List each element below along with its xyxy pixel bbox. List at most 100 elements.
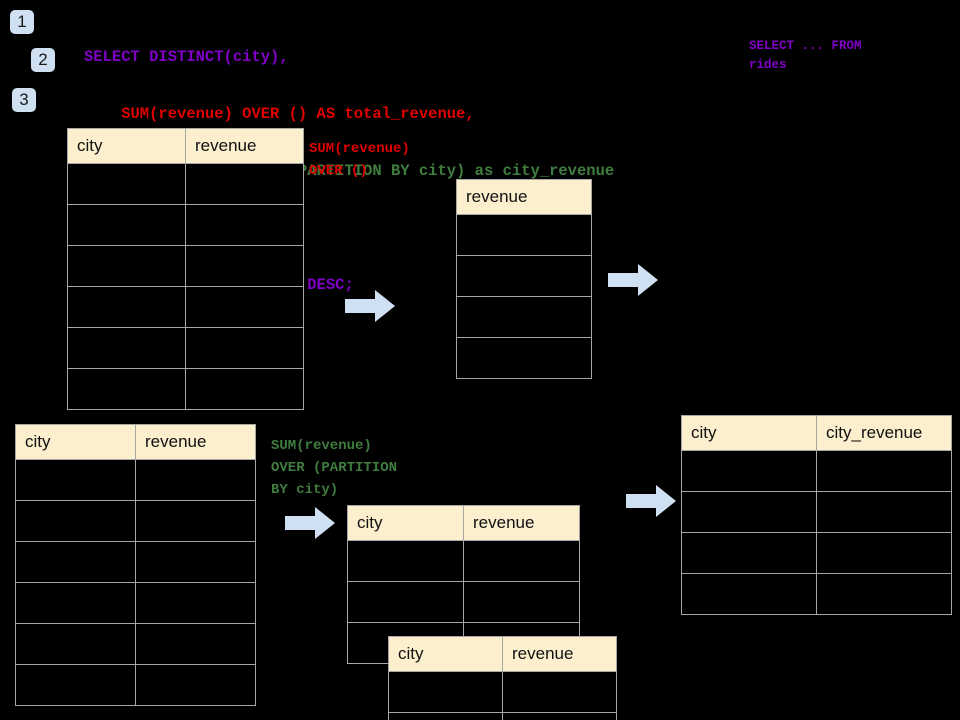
table-row [456,214,592,256]
cell-city [67,204,186,246]
cell-city [347,540,464,582]
annotation-select-from: SELECT ... FROM rides [749,39,862,72]
table-row [67,163,304,205]
annotation-over-partition: SUM(revenue) OVER (PARTITION BY city) [271,438,398,498]
cell-revenue [185,163,304,205]
column-header-revenue: revenue [135,424,256,460]
table-header-row: city city_revenue [681,415,952,451]
cell-city [388,671,503,713]
cell-city [67,327,186,369]
table-row [67,286,304,328]
arrow-source-to-partition [285,507,335,544]
table-row [681,532,952,574]
column-header-revenue: revenue [185,128,304,164]
cell-revenue [456,214,592,256]
table-row [388,712,617,720]
table-header-row: city revenue [67,128,304,164]
table-row [456,337,592,379]
cell-city [681,573,817,615]
table-row [347,581,580,623]
table-row [15,582,256,624]
cell-city-revenue [816,573,952,615]
cell-city [67,245,186,287]
cell-city [681,532,817,574]
source-table-top: city revenue [67,128,304,410]
table-header-row: city revenue [388,636,617,672]
cell-revenue [135,500,256,542]
arrow-partition-to-result [626,485,676,522]
table-row [15,459,256,501]
table-row [15,664,256,706]
table-row [67,327,304,369]
partition-table-back: city revenue [347,505,580,664]
cell-city [15,664,136,706]
table-row [15,623,256,665]
cell-revenue [185,286,304,328]
cell-city [15,623,136,665]
cell-city [681,491,817,533]
cell-city [681,450,817,492]
cell-revenue [185,327,304,369]
sql-line-1: SELECT DISTINCT(city), [84,48,289,66]
table-row [388,671,617,713]
cell-city [67,368,186,410]
total-revenue-table: revenue [456,179,592,379]
column-header-city: city [15,424,136,460]
column-header-city-revenue: city_revenue [816,415,952,451]
table-row [67,245,304,287]
table-row [15,500,256,542]
cell-city [15,582,136,624]
source-table-bottom: city revenue [15,424,256,706]
column-header-city: city [388,636,503,672]
cell-city [67,163,186,205]
cell-revenue [135,541,256,583]
table-row [456,296,592,338]
cell-revenue [135,623,256,665]
cell-revenue [456,296,592,338]
cell-revenue [456,255,592,297]
column-header-city: city [67,128,186,164]
cell-city-revenue [816,532,952,574]
arrow-source-to-total [345,290,395,327]
cell-city-revenue [816,450,952,492]
cell-revenue [185,245,304,287]
annotation-over-empty: SUM(revenue) OVER () [309,141,410,179]
cell-revenue [185,204,304,246]
table-row [67,204,304,246]
cell-city [67,286,186,328]
column-header-revenue: revenue [463,505,580,541]
cell-revenue [135,459,256,501]
cell-revenue [135,664,256,706]
table-row [681,491,952,533]
cell-revenue [185,368,304,410]
step-badge-3[interactable]: 3 [12,88,36,112]
table-row [456,255,592,297]
cell-revenue [463,581,580,623]
table-row [681,573,952,615]
cell-city [347,581,464,623]
cell-city [15,459,136,501]
table-row [347,540,580,582]
table-row [67,368,304,410]
column-header-city: city [347,505,464,541]
step-badge-2[interactable]: 2 [31,48,55,72]
sql-line-2: SUM(revenue) OVER () AS total_revenue, [84,105,475,123]
column-header-city: city [681,415,817,451]
column-header-revenue: revenue [502,636,617,672]
step-badge-1[interactable]: 1 [10,10,34,34]
cell-revenue [463,540,580,582]
arrow-total-to-result [608,264,658,301]
cell-city-revenue [816,491,952,533]
cell-city [15,500,136,542]
partition-table-front: city revenue [388,636,617,720]
table-header-row: city revenue [15,424,256,460]
table-header-row: revenue [456,179,592,215]
cell-city [388,712,503,720]
table-row [15,541,256,583]
cell-revenue [135,582,256,624]
column-header-revenue: revenue [456,179,592,215]
cell-revenue [502,671,617,713]
cell-city [15,541,136,583]
cell-revenue [502,712,617,720]
